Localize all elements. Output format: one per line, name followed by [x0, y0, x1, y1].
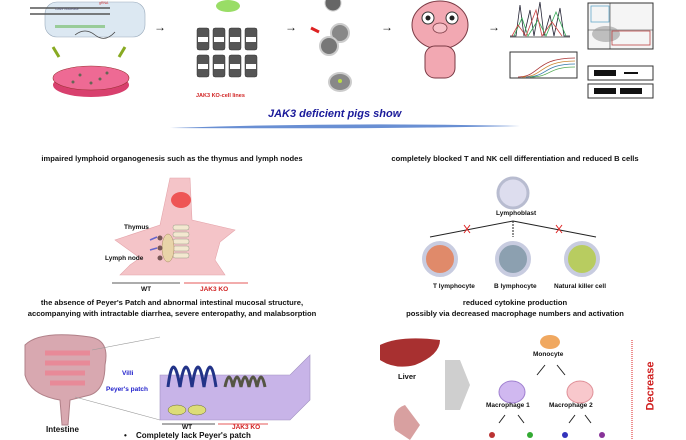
- pig-neck-diagram: [112, 177, 248, 284]
- cell-lines-label: JAK3 KO-cell lines: [196, 93, 245, 99]
- peyers-patch-label: Peyer's patch: [106, 386, 149, 393]
- pig-icon: [411, 0, 469, 79]
- thymus-label: Thymus: [124, 224, 149, 231]
- liver-label: Liver: [398, 372, 416, 381]
- bullet-dot: •: [124, 431, 127, 440]
- t-lymphocyte-label: T lymphocyte: [433, 283, 475, 290]
- cytokine-caption-2: possibly via decreased macrophage number…: [406, 309, 624, 318]
- differentiation-caption: completely blocked T and NK cell differe…: [391, 154, 639, 163]
- wt-label: WT: [141, 286, 152, 293]
- macrophage-2-label: Macrophage 2: [549, 402, 593, 409]
- arrow-icon: →: [285, 20, 297, 34]
- b-lymphocyte-label: B lymphocyte: [494, 283, 537, 290]
- intestine-ko-label: JAK3 KO: [232, 424, 261, 431]
- swoosh-divider: [170, 124, 520, 129]
- ko-label: JAK3 KO: [200, 286, 229, 293]
- lymph-node-label: Lymph node: [105, 255, 144, 262]
- decrease-label: Decrease: [644, 361, 657, 411]
- analysis-results-icon: [509, 1, 654, 99]
- intestine-illustration: [24, 334, 311, 426]
- lymphoid-caption: impaired lymphoid organogenesis such as …: [41, 154, 303, 163]
- intestine-caption-1: the absence of Peyer's Patch and abnorma…: [40, 298, 304, 307]
- intestine-label: Intestine: [46, 425, 79, 434]
- cell-line-bottles-icon: [196, 0, 258, 78]
- macrophage-diagram: [380, 335, 633, 440]
- nk-cell-label: Natural killer cell: [554, 283, 607, 290]
- grna-label: gRNA: [99, 1, 109, 5]
- villi-label: Villi: [122, 370, 134, 377]
- intestine-wt-label: WT: [182, 424, 193, 431]
- intestine-caption-2: accompanying with intractable diarrhea, …: [27, 309, 317, 318]
- arrow-icon: →: [381, 20, 393, 34]
- cas9-label: Cas9 Nuclease: [55, 7, 79, 11]
- arrow-icon: →: [154, 20, 166, 34]
- arrow-icon: →: [488, 20, 500, 34]
- headline: JAK3 deficient pigs show: [268, 108, 402, 120]
- macrophage-1-label: Macrophage 1: [486, 402, 530, 409]
- peyers-bullet: Completely lack Peyer's patch: [136, 431, 251, 440]
- scnt-cells-icon: [310, 0, 352, 92]
- cytokine-caption-1: reduced cytokine production: [462, 298, 568, 307]
- lymphoblast-label: Lymphoblast: [496, 210, 537, 217]
- monocyte-label: Monocyte: [533, 351, 564, 358]
- petri-dish-icon: [51, 46, 130, 97]
- lymphocyte-lineage-diagram: [422, 176, 600, 277]
